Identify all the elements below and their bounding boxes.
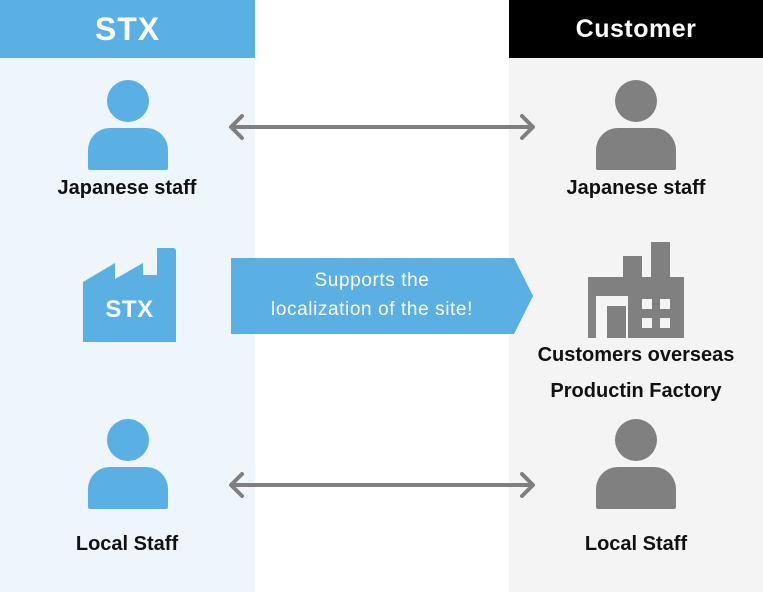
stx-factory-icon [83,248,176,342]
person-body [596,128,676,170]
stx-header: STX [0,0,255,58]
banner-line-1: Supports the [314,270,430,291]
stx-japanese-staff-label: Japanese staff [57,177,197,199]
person-head [107,80,149,122]
person-head [615,419,657,461]
stx-local-staff-label: Local Staff [75,533,179,555]
stx-factory-label: STX [105,296,154,323]
person-body [596,467,676,509]
person-head [107,419,149,461]
customer-local-staff-label: Local Staff [584,533,688,555]
japanese-staff-double-arrow-icon [229,114,535,140]
support-banner-arrow-icon [231,258,533,334]
customer-local-staff-person-icon [596,419,676,509]
stx-column: STX Japanese staff Local Staff [0,0,255,592]
person-head [615,80,657,122]
customer-japanese-staff-person-icon [596,80,676,170]
local-staff-double-arrow-icon [229,472,535,498]
banner-line-2: localization of the site! [271,299,473,320]
person-body [88,128,168,170]
customer-factory-label-line2: Productin Factory [550,380,722,402]
customer-factory-label-line1: Customers overseas [537,344,735,366]
customer-factory-icon [588,242,684,338]
support-banner-text: Supports the localization of the site! [231,266,513,324]
person-body [88,467,168,509]
stx-japanese-staff-person-icon [88,80,168,170]
stx-local-staff-person-icon [88,419,168,509]
customer-japanese-staff-label: Japanese staff [566,177,706,199]
customer-header: Customer [509,0,763,58]
